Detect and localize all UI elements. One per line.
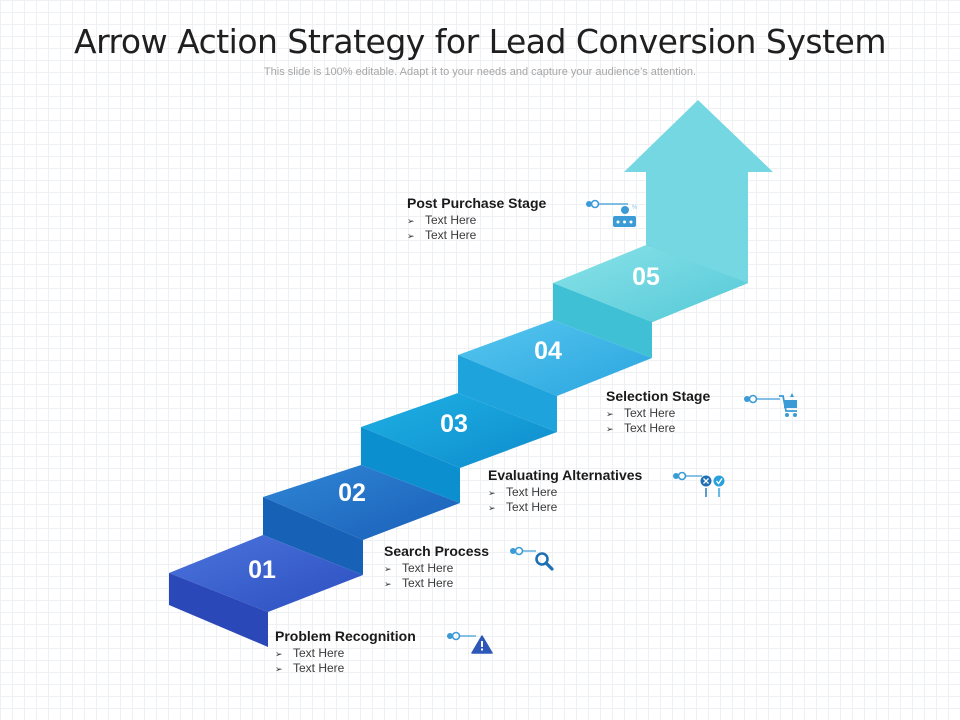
step-01-front	[169, 573, 268, 647]
page-subtitle: This slide is 100% editable. Adapt it to…	[263, 66, 697, 78]
step-number-02: 02	[338, 479, 366, 507]
arrow-bullet-icon: ➢	[407, 231, 415, 241]
shopping-cart-icon	[744, 393, 797, 417]
arrow-bullet-icon: ➢	[275, 664, 283, 674]
step-03-front	[361, 427, 460, 503]
step-number-01: 01	[248, 556, 276, 584]
bullet-item: ➢Text Here	[407, 228, 477, 242]
svg-text:%: %	[632, 205, 638, 211]
warning-icon	[447, 631, 493, 654]
customer-service-icon: %	[586, 199, 638, 227]
bullet-item: ➢Text Here	[488, 500, 558, 514]
stage-title: Search Process	[384, 543, 490, 559]
stage-title: Post Purchase Stage	[407, 195, 547, 211]
magnifier-icon	[510, 546, 554, 571]
stage-title: Problem Recognition	[275, 628, 416, 644]
check-cross-icon	[673, 471, 725, 497]
bullet-item: ➢Text Here	[384, 561, 454, 575]
page-title: Arrow Action Strategy for Lead Conversio…	[74, 22, 887, 61]
step-number-04: 04	[534, 337, 562, 365]
step-05-top	[553, 245, 748, 322]
bullet-item: ➢Text Here	[275, 661, 345, 675]
arrow-bullet-icon: ➢	[606, 409, 614, 419]
arrow-bullet-icon: ➢	[488, 488, 496, 498]
step-05-front	[553, 283, 652, 358]
stage-title: Evaluating Alternatives	[488, 467, 643, 483]
step-04-top	[458, 320, 652, 396]
bullet-item: ➢Text Here	[606, 406, 676, 420]
stage-evaluating: Evaluating Alternatives ➢Text Here ➢Text…	[488, 467, 642, 515]
bullet-item: ➢Text Here	[384, 576, 454, 590]
step-03-top	[361, 393, 557, 468]
arrow-bullet-icon: ➢	[407, 216, 415, 226]
step-02-front	[263, 497, 363, 575]
step-number-03: 03	[440, 410, 468, 438]
bullet-item: ➢Text Here	[275, 646, 345, 660]
arrow-bullet-icon: ➢	[488, 503, 496, 513]
step-01-top	[169, 535, 363, 612]
step-02-top	[263, 465, 460, 540]
arrow-bullet-icon: ➢	[275, 649, 283, 659]
bullet-item: ➢Text Here	[606, 421, 676, 435]
bullet-item: ➢Text Here	[407, 213, 477, 227]
step-04-front	[458, 355, 557, 432]
arrow-bullet-icon: ➢	[384, 579, 392, 589]
arrow-bullet-icon: ➢	[606, 424, 614, 434]
bullet-item: ➢Text Here	[488, 485, 558, 499]
stage-search: Search Process ➢Text Here ➢Text Here	[384, 543, 489, 591]
stage-post-purchase: Post Purchase Stage ➢Text Here ➢Text Her…	[407, 195, 546, 243]
stage-selection: Selection Stage ➢Text Here ➢Text Here	[606, 388, 710, 436]
step-number-05: 05	[632, 263, 660, 291]
arrow-bullet-icon: ➢	[384, 564, 392, 574]
stage-problem-recognition: Problem Recognition ➢Text Here ➢Text Her…	[275, 628, 416, 676]
stage-title: Selection Stage	[606, 388, 711, 404]
